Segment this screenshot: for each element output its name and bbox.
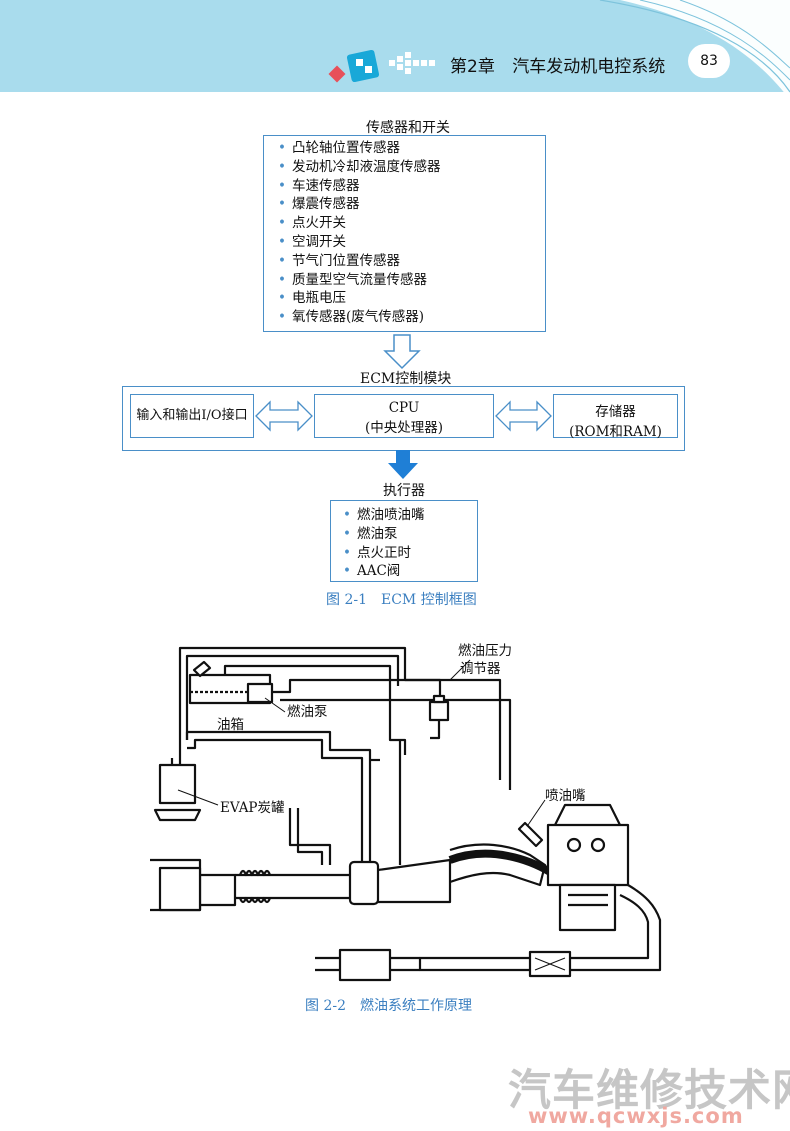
io-interface-label: 输入和输出I/O接口 bbox=[136, 408, 248, 423]
memory-label: 存储器 bbox=[595, 404, 636, 420]
sensors-title: 传感器和开关 bbox=[366, 120, 450, 136]
page-number: 83 bbox=[688, 44, 730, 78]
actuators-box: 燃油喷油嘴 燃油泵 点火正时 AAC阀 bbox=[330, 500, 478, 582]
sensor-item: 车速传感器 bbox=[278, 177, 545, 196]
memory-box: 存储器 (ROM和RAM) bbox=[553, 394, 678, 440]
figure-2-2-caption: 图 2-2 燃油系统工作原理 bbox=[305, 998, 472, 1014]
double-arrow-cpu-memory-icon bbox=[495, 400, 552, 432]
cpu-box: CPU (中央处理器) bbox=[314, 394, 494, 438]
double-arrow-io-cpu-icon bbox=[255, 400, 313, 432]
sensor-item: 凸轮轴位置传感器 bbox=[278, 139, 545, 158]
actuator-item: 燃油泵 bbox=[343, 525, 477, 544]
solid-down-arrow-icon bbox=[388, 450, 418, 479]
tank-label: 油箱 bbox=[217, 717, 244, 733]
sensors-box: 凸轮轴位置传感器 发动机冷却液温度传感器 车速传感器 爆震传感器 点火开关 空调… bbox=[263, 135, 546, 332]
injector-label: 喷油嘴 bbox=[545, 788, 586, 804]
memory-sublabel: (ROM和RAM) bbox=[569, 424, 662, 440]
hollow-down-arrow-icon bbox=[383, 334, 421, 370]
ecm-title: ECM控制模块 bbox=[360, 371, 452, 387]
chapter-logo-icon bbox=[328, 49, 435, 83]
chapter-number: 第2章 bbox=[450, 57, 495, 77]
canister-label: EVAP炭罐 bbox=[220, 800, 285, 816]
pump-label: 燃油泵 bbox=[287, 704, 328, 720]
fuel-system-illustration bbox=[150, 646, 662, 982]
sensor-item: 爆震传感器 bbox=[278, 195, 545, 214]
sensor-item: 电瓶电压 bbox=[278, 289, 545, 308]
actuator-item: 燃油喷油嘴 bbox=[343, 506, 477, 525]
page-header-band bbox=[0, 0, 790, 92]
sensor-item: 发动机冷却液温度传感器 bbox=[278, 158, 545, 177]
sensor-item: 质量型空气流量传感器 bbox=[278, 271, 545, 290]
chapter-heading: 第2章 汽车发动机电控系统 bbox=[450, 52, 665, 77]
cpu-sublabel: (中央处理器) bbox=[364, 420, 444, 436]
regulator-label-line2: 调节器 bbox=[460, 661, 501, 677]
sensor-item: 空调开关 bbox=[278, 233, 545, 252]
sensor-item: 节气门位置传感器 bbox=[278, 252, 545, 271]
actuators-title: 执行器 bbox=[383, 483, 425, 499]
chapter-title: 汽车发动机电控系统 bbox=[512, 57, 666, 77]
io-interface-box: 输入和输出I/O接口 bbox=[130, 394, 254, 438]
cpu-label: CPU bbox=[388, 400, 420, 416]
actuators-list: 燃油喷油嘴 燃油泵 点火正时 AAC阀 bbox=[343, 506, 477, 581]
watermark-title: 汽车维修技术网 bbox=[508, 1066, 790, 1116]
regulator-label-line1: 燃油压力 bbox=[458, 643, 512, 659]
sensor-item: 氧传感器(废气传感器) bbox=[278, 308, 545, 327]
watermark-url: www.qcwxjs.com bbox=[528, 1104, 744, 1128]
header-decorative-curves bbox=[560, 0, 790, 100]
actuator-item: 点火正时 bbox=[343, 544, 477, 563]
figure-2-1-caption: 图 2-1 ECM 控制框图 bbox=[326, 592, 477, 608]
sensor-item: 点火开关 bbox=[278, 214, 545, 233]
sensors-list: 凸轮轴位置传感器 发动机冷却液温度传感器 车速传感器 爆震传感器 点火开关 空调… bbox=[278, 139, 545, 327]
actuator-item: AAC阀 bbox=[343, 562, 477, 581]
